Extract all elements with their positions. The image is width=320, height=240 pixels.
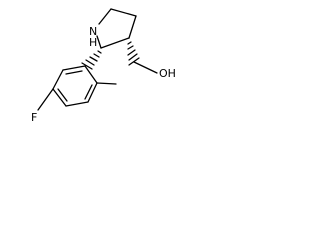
bond-c2-n	[96, 35, 102, 49]
bond-c4-c5	[110, 8, 137, 17]
bond-methyl	[96, 82, 117, 85]
double-bond-a2-a3-inner	[84, 84, 93, 100]
nitrogen-h-label: H	[89, 36, 97, 49]
nitrogen-label: N	[89, 25, 97, 38]
chemical-structure: N H OH F	[31, 8, 176, 124]
double-bond-a1-a6-inner	[65, 70, 83, 75]
hashed-stereo-bond-c3-ch2	[127, 41, 140, 66]
bond-c3-c2	[100, 37, 130, 49]
bond-ch2-o	[133, 61, 158, 74]
fluorine-label: F	[31, 111, 37, 124]
bond-a5-a6	[52, 69, 64, 90]
bond-n-c4	[98, 8, 112, 25]
bond-a3-a4	[65, 101, 89, 107]
double-bond-a4-a5-inner	[57, 88, 68, 102]
pyrrolidine-ring	[96, 8, 137, 49]
bond-c5-c3	[128, 15, 137, 39]
bond-a2-a3	[87, 82, 98, 103]
bond-c-f	[37, 88, 54, 111]
bond-a4-a5	[52, 88, 67, 107]
benzene-ring	[52, 65, 98, 107]
bond-a1-a2	[84, 65, 98, 84]
hashed-stereo-bond-c2-aryl	[81, 50, 102, 70]
hydroxyl-label: OH	[159, 67, 176, 80]
bond-a6-a1	[62, 65, 86, 71]
